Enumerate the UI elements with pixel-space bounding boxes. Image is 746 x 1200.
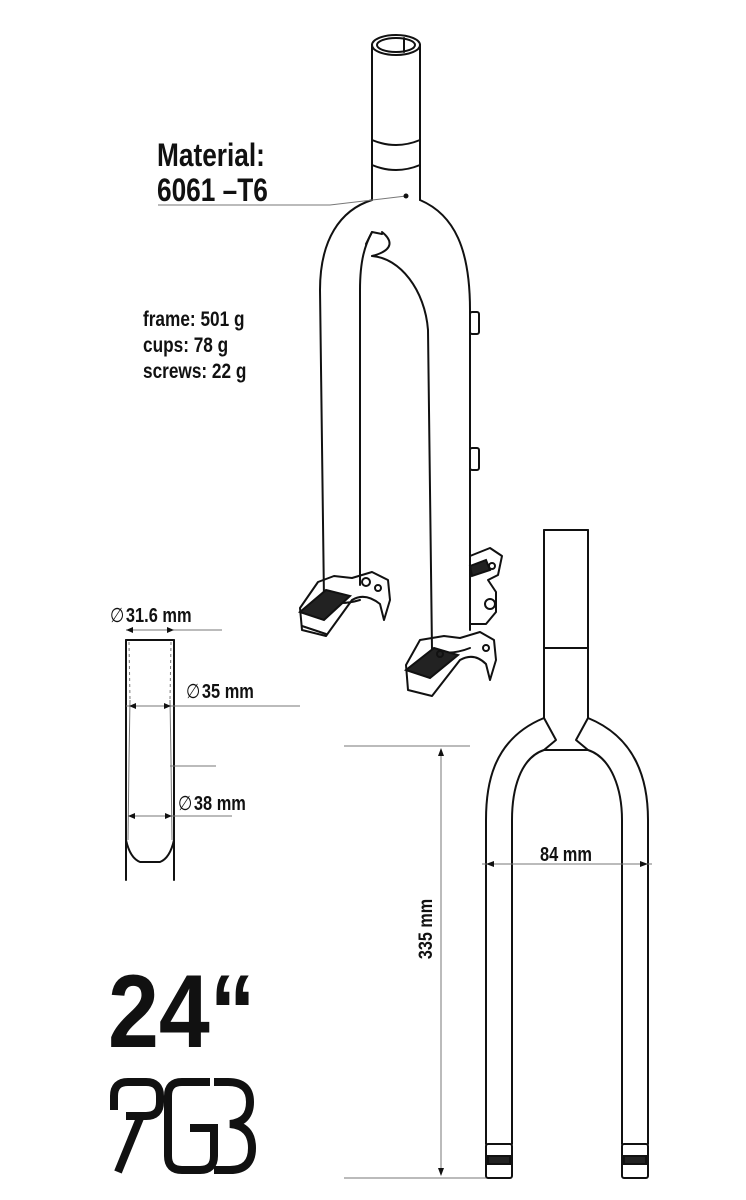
diameter-icon: ∅ — [178, 791, 193, 815]
weight-value: 22 g — [211, 360, 247, 383]
weight-label: cups: — [143, 334, 189, 357]
material-value: 6061 –T6 — [157, 172, 268, 208]
inner-diameter-label: ∅31.6 mm — [110, 603, 192, 627]
weight-label: frame: — [143, 308, 196, 331]
weight-row-cups: cups: 78 g — [143, 333, 228, 359]
fork-perspective-view — [158, 34, 503, 697]
outer-diameter-label: ∅38 mm — [178, 791, 246, 815]
fork-front-view — [344, 529, 652, 1179]
material-label: Material: — [157, 137, 265, 173]
wheel-size-title: 24“ — [108, 954, 256, 1070]
weight-row-screws: screws: 22 g — [143, 359, 246, 385]
weight-row-frame: frame: 501 g — [143, 307, 244, 333]
middle-diameter-label: ∅35 mm — [186, 679, 254, 703]
weight-label: screws: — [143, 360, 208, 383]
steerer-tube-section — [125, 627, 300, 881]
weight-value: 501 g — [200, 308, 245, 331]
rgb-logo-icon — [110, 1078, 257, 1174]
fork-width-label: 84 mm — [540, 844, 592, 866]
weight-value: 78 g — [193, 334, 229, 357]
diameter-icon: ∅ — [186, 679, 201, 703]
diameter-icon: ∅ — [110, 603, 125, 627]
fork-height-label: 335 mm — [416, 898, 437, 960]
